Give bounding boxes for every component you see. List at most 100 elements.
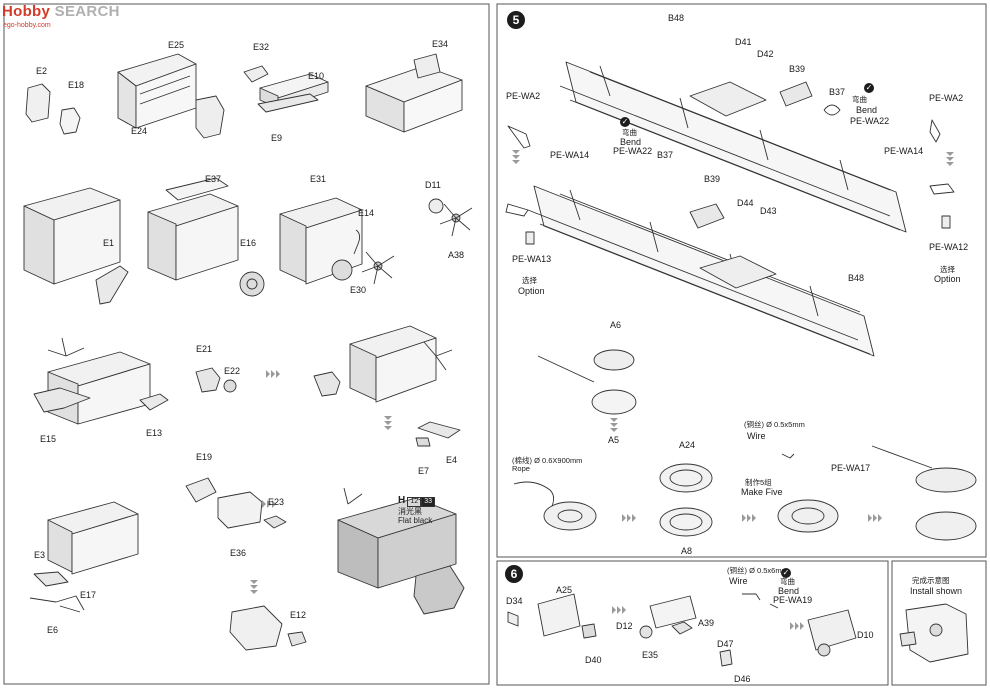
part-label: A25 [556, 585, 573, 595]
part-label: E36 [230, 548, 247, 558]
part-note: (铜丝) Ø 0.5x6mm [727, 566, 788, 575]
part-note: 选择 [940, 265, 955, 274]
part-label: A5 [608, 435, 620, 445]
part-label: PE-WA17 [831, 463, 871, 473]
part-note: 选择 [522, 276, 537, 285]
part-label: E23 [268, 497, 285, 507]
part-note: Wire [747, 431, 766, 441]
part-label: D41 [735, 37, 752, 47]
part-label: E13 [146, 428, 163, 438]
part-label: E12 [290, 610, 307, 620]
part-label: A38 [448, 250, 465, 260]
part-label: E16 [240, 238, 257, 248]
part-label: E35 [642, 650, 659, 660]
install-title: Install shown [910, 586, 963, 596]
panel-step5 [496, 3, 987, 558]
part-label: D46 [734, 674, 751, 684]
part-note: Wire [729, 576, 748, 586]
flow-arrow [610, 418, 618, 432]
panel-engine [3, 3, 490, 685]
part-label: PE-WA12 [929, 242, 969, 252]
part-label: PE-WA13 [512, 254, 552, 264]
part-note: (棉线) Ø 0.6X900mm [512, 456, 583, 465]
part-label: B39 [704, 174, 721, 184]
part-note: 弯曲 [622, 128, 637, 137]
part-label: A6 [610, 320, 622, 330]
part-label: PE-WA22 [850, 116, 890, 126]
part-label: E24 [131, 126, 148, 136]
part-label: D40 [585, 655, 602, 665]
part-label: E30 [350, 285, 367, 295]
flow-arrow [622, 514, 636, 522]
part-label: E22 [224, 366, 241, 376]
part-note: Option [934, 274, 961, 284]
part-label: E34 [432, 39, 449, 49]
install-title-cn: 完成示意图 [912, 576, 950, 585]
flow-arrow [946, 152, 954, 166]
part-label: E10 [308, 71, 325, 81]
part-label: E14 [358, 208, 375, 218]
part-note: Bend [778, 586, 800, 596]
part-label: E37 [205, 174, 222, 184]
flow-arrow [612, 606, 626, 614]
part-note: Bend [620, 137, 642, 147]
step-6-badge: 6 [505, 565, 523, 583]
part-label: D34 [506, 596, 523, 606]
part-note: Make Five [741, 487, 783, 497]
part-note: 制作5组 [745, 478, 772, 487]
part-label: D44 [737, 198, 754, 208]
part-label: B37 [829, 87, 846, 97]
part-label: E2 [36, 66, 48, 76]
fan-a30 [361, 251, 395, 285]
bend-check-icon: ✓ [864, 83, 874, 93]
bend-check-icon: ✓ [620, 117, 630, 127]
part-label: E21 [196, 344, 213, 354]
part-label: A39 [698, 618, 715, 628]
part-label: E19 [196, 452, 213, 462]
panel-step6 [496, 560, 889, 686]
part-label: A8 [681, 546, 693, 556]
part-label: E1 [103, 238, 115, 248]
flow-arrow [868, 514, 882, 522]
part-label: E9 [271, 133, 283, 143]
part-note: 弯曲 [852, 95, 867, 104]
part-label: B48 [668, 13, 685, 23]
part-label: PE-WA14 [550, 150, 590, 160]
chassis-upper [559, 61, 907, 233]
fan-a38 [439, 203, 473, 237]
part-label: PE-WA2 [929, 93, 964, 103]
panel-install [891, 560, 987, 686]
chassis-lower [527, 185, 875, 357]
part-label: D47 [717, 639, 734, 649]
bend-check-icon: ✓ [781, 568, 791, 578]
part-label: PE-WA19 [773, 595, 813, 605]
part-label: PE-WA2 [506, 91, 541, 101]
part-note: (铜丝) Ø 0.5x5mm [744, 420, 805, 429]
flow-arrow [384, 416, 392, 430]
part-label: E7 [418, 466, 430, 476]
part-label: D10 [857, 630, 874, 640]
part-label: E15 [40, 434, 57, 444]
part-note: Bend [856, 105, 878, 115]
flow-arrow [742, 514, 756, 522]
site-watermark-url: ego-hobby.com [3, 22, 51, 29]
part-note: Option [518, 286, 545, 296]
part-label: E3 [34, 550, 46, 560]
step-5-badge: 5 [507, 11, 525, 29]
part-label: B48 [848, 273, 865, 283]
part-label: E31 [310, 174, 327, 184]
part-label: B37 [657, 150, 674, 160]
part-label: PE-WA14 [884, 146, 924, 156]
site-watermark: Hobby SEARCH [2, 3, 120, 20]
part-label: D42 [757, 49, 774, 59]
flow-arrow [790, 622, 804, 630]
part-label: D12 [616, 621, 633, 631]
part-label: E17 [80, 590, 97, 600]
flow-arrow [266, 370, 280, 378]
part-label: A24 [679, 440, 696, 450]
part-label: E6 [47, 625, 59, 635]
part-note: Rope [512, 464, 530, 473]
